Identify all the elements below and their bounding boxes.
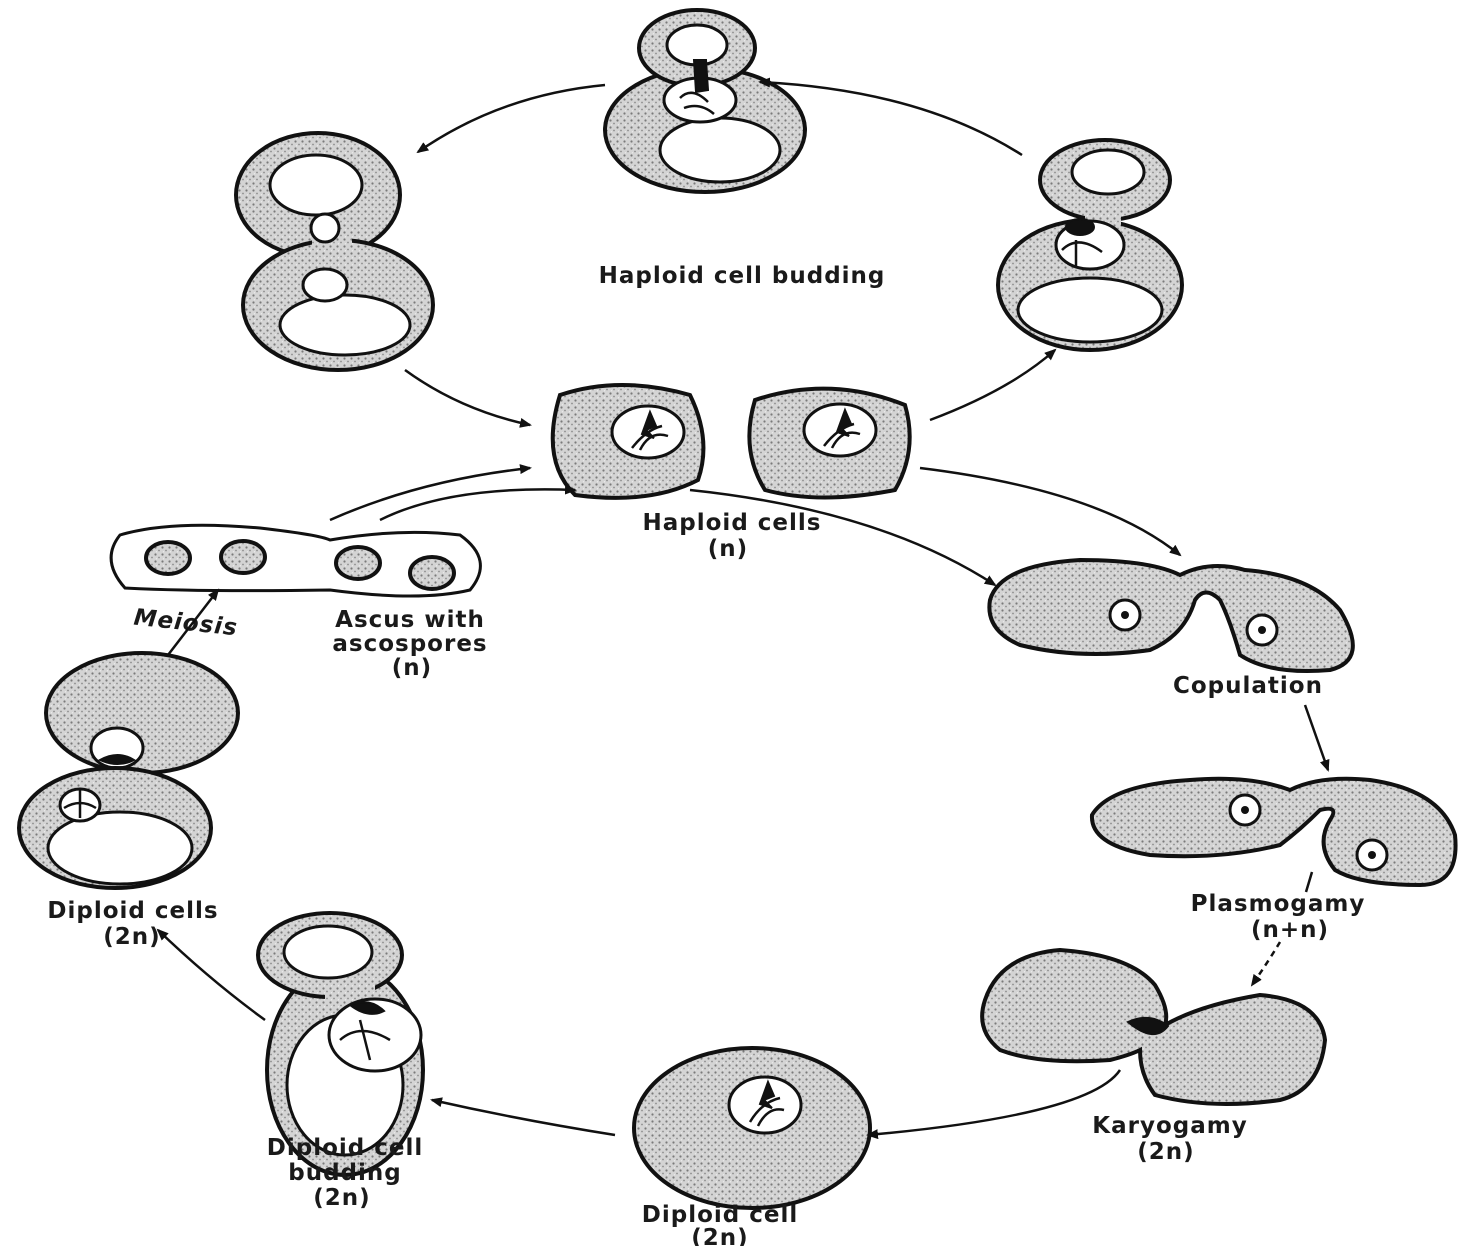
label-karyogamy-ploidy: (2n) bbox=[1137, 1139, 1194, 1165]
label-plasmogamy-ploidy: (n+n) bbox=[1251, 917, 1329, 943]
label-ascus-1: Ascus with bbox=[335, 607, 485, 633]
karyogamy-cells bbox=[982, 950, 1325, 1104]
arrow-haploid-to-right bbox=[930, 350, 1055, 420]
left-budding-cell bbox=[236, 133, 433, 370]
label-meiosis: Meiosis bbox=[132, 605, 239, 642]
diploid-cell-upper bbox=[46, 653, 238, 773]
label-haploid-cells-ploidy: (n) bbox=[708, 536, 748, 562]
label-diploid-cells: Diploid cells bbox=[47, 898, 218, 924]
label-ascus-2: ascospores bbox=[332, 631, 487, 657]
arrow-ascus-to-haploid-2 bbox=[380, 489, 575, 520]
label-haploid-cell-budding: Haploid cell budding bbox=[599, 263, 886, 289]
diploid-cell-lower bbox=[19, 768, 211, 888]
arrow-copulation-to-plasmogamy bbox=[1305, 705, 1328, 770]
arrow-plasmogamy-to-karyogamy bbox=[1252, 942, 1280, 985]
label-diploid-cell-ploidy: (2n) bbox=[691, 1225, 748, 1246]
copulation-cells bbox=[989, 560, 1352, 671]
haploid-cell-left bbox=[553, 385, 704, 498]
arrow-left-to-haploid bbox=[405, 370, 530, 425]
label-diploid-cell-budding-ploidy: (2n) bbox=[313, 1185, 370, 1211]
label-plasmogamy: Plasmogamy bbox=[1191, 891, 1366, 917]
label-ascus-ploidy: (n) bbox=[392, 655, 432, 681]
top-budding-cell bbox=[605, 10, 805, 192]
label-diploid-cells-ploidy: (2n) bbox=[103, 924, 160, 950]
label-diploid-cell-budding-2: budding bbox=[288, 1160, 402, 1186]
label-copulation: Copulation bbox=[1173, 673, 1323, 699]
arrow-haploid-to-copulation-1 bbox=[920, 468, 1180, 555]
haploid-cell-right bbox=[749, 389, 909, 498]
arrow-ascus-to-haploid-1 bbox=[330, 468, 530, 520]
arrow-top-to-left bbox=[418, 85, 605, 152]
arrow-budding-to-diploid-cells bbox=[158, 930, 265, 1020]
label-karyogamy: Karyogamy bbox=[1092, 1113, 1247, 1139]
label-diploid-cell-budding-1: Diploid cell bbox=[267, 1135, 423, 1161]
tick-plasmogamy bbox=[1306, 872, 1312, 892]
diploid-cell-bottom bbox=[634, 1048, 870, 1208]
arrow-diploid-to-budding bbox=[432, 1100, 615, 1135]
ascus-with-ascospores bbox=[111, 525, 480, 596]
right-budding-cell bbox=[998, 140, 1182, 350]
plasmogamy-cells bbox=[1092, 779, 1456, 885]
arrow-karyogamy-to-diploid bbox=[868, 1070, 1120, 1135]
label-haploid-cells: Haploid cells bbox=[643, 510, 822, 536]
